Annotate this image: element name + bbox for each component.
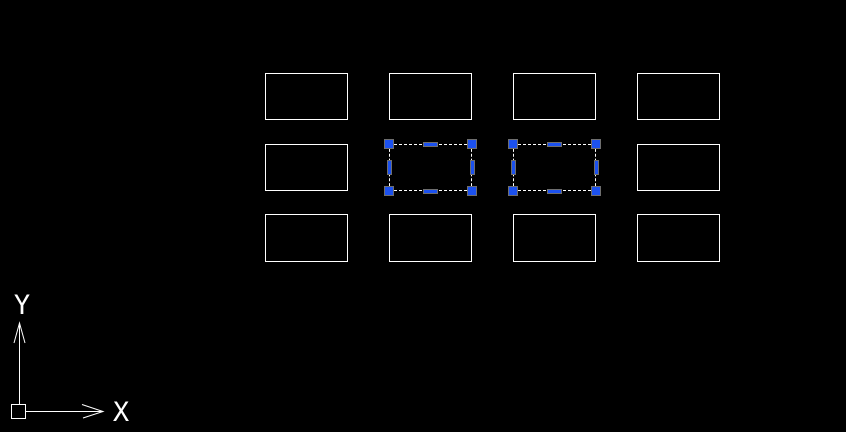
rectangle-entity[interactable] xyxy=(265,73,348,120)
rectangle-entity[interactable] xyxy=(637,144,720,191)
rectangle-entity-selected[interactable] xyxy=(389,144,472,191)
grip-corner[interactable] xyxy=(591,186,601,196)
rectangle-entity[interactable] xyxy=(637,214,720,262)
grip-midpoint[interactable] xyxy=(547,188,562,194)
grip-midpoint[interactable] xyxy=(469,160,475,175)
grip-corner[interactable] xyxy=(508,139,518,149)
grip-midpoint[interactable] xyxy=(547,141,562,147)
grip-corner[interactable] xyxy=(508,186,518,196)
rectangle-entity-selected[interactable] xyxy=(513,144,596,191)
rectangle-entity[interactable] xyxy=(389,214,472,262)
rectangle-entity[interactable] xyxy=(513,73,596,120)
grip-midpoint[interactable] xyxy=(386,160,392,175)
rectangle-entity[interactable] xyxy=(265,214,348,262)
grip-corner[interactable] xyxy=(384,186,394,196)
grip-corner[interactable] xyxy=(591,139,601,149)
grip-midpoint[interactable] xyxy=(593,160,599,175)
rectangle-entity[interactable] xyxy=(389,73,472,120)
rectangle-entity[interactable] xyxy=(637,73,720,120)
rectangle-entity[interactable] xyxy=(513,214,596,262)
grip-midpoint[interactable] xyxy=(423,141,438,147)
grip-corner[interactable] xyxy=(467,186,477,196)
grip-midpoint[interactable] xyxy=(423,188,438,194)
grip-corner[interactable] xyxy=(384,139,394,149)
grip-midpoint[interactable] xyxy=(510,160,516,175)
rectangle-entity[interactable] xyxy=(265,144,348,191)
grip-corner[interactable] xyxy=(467,139,477,149)
